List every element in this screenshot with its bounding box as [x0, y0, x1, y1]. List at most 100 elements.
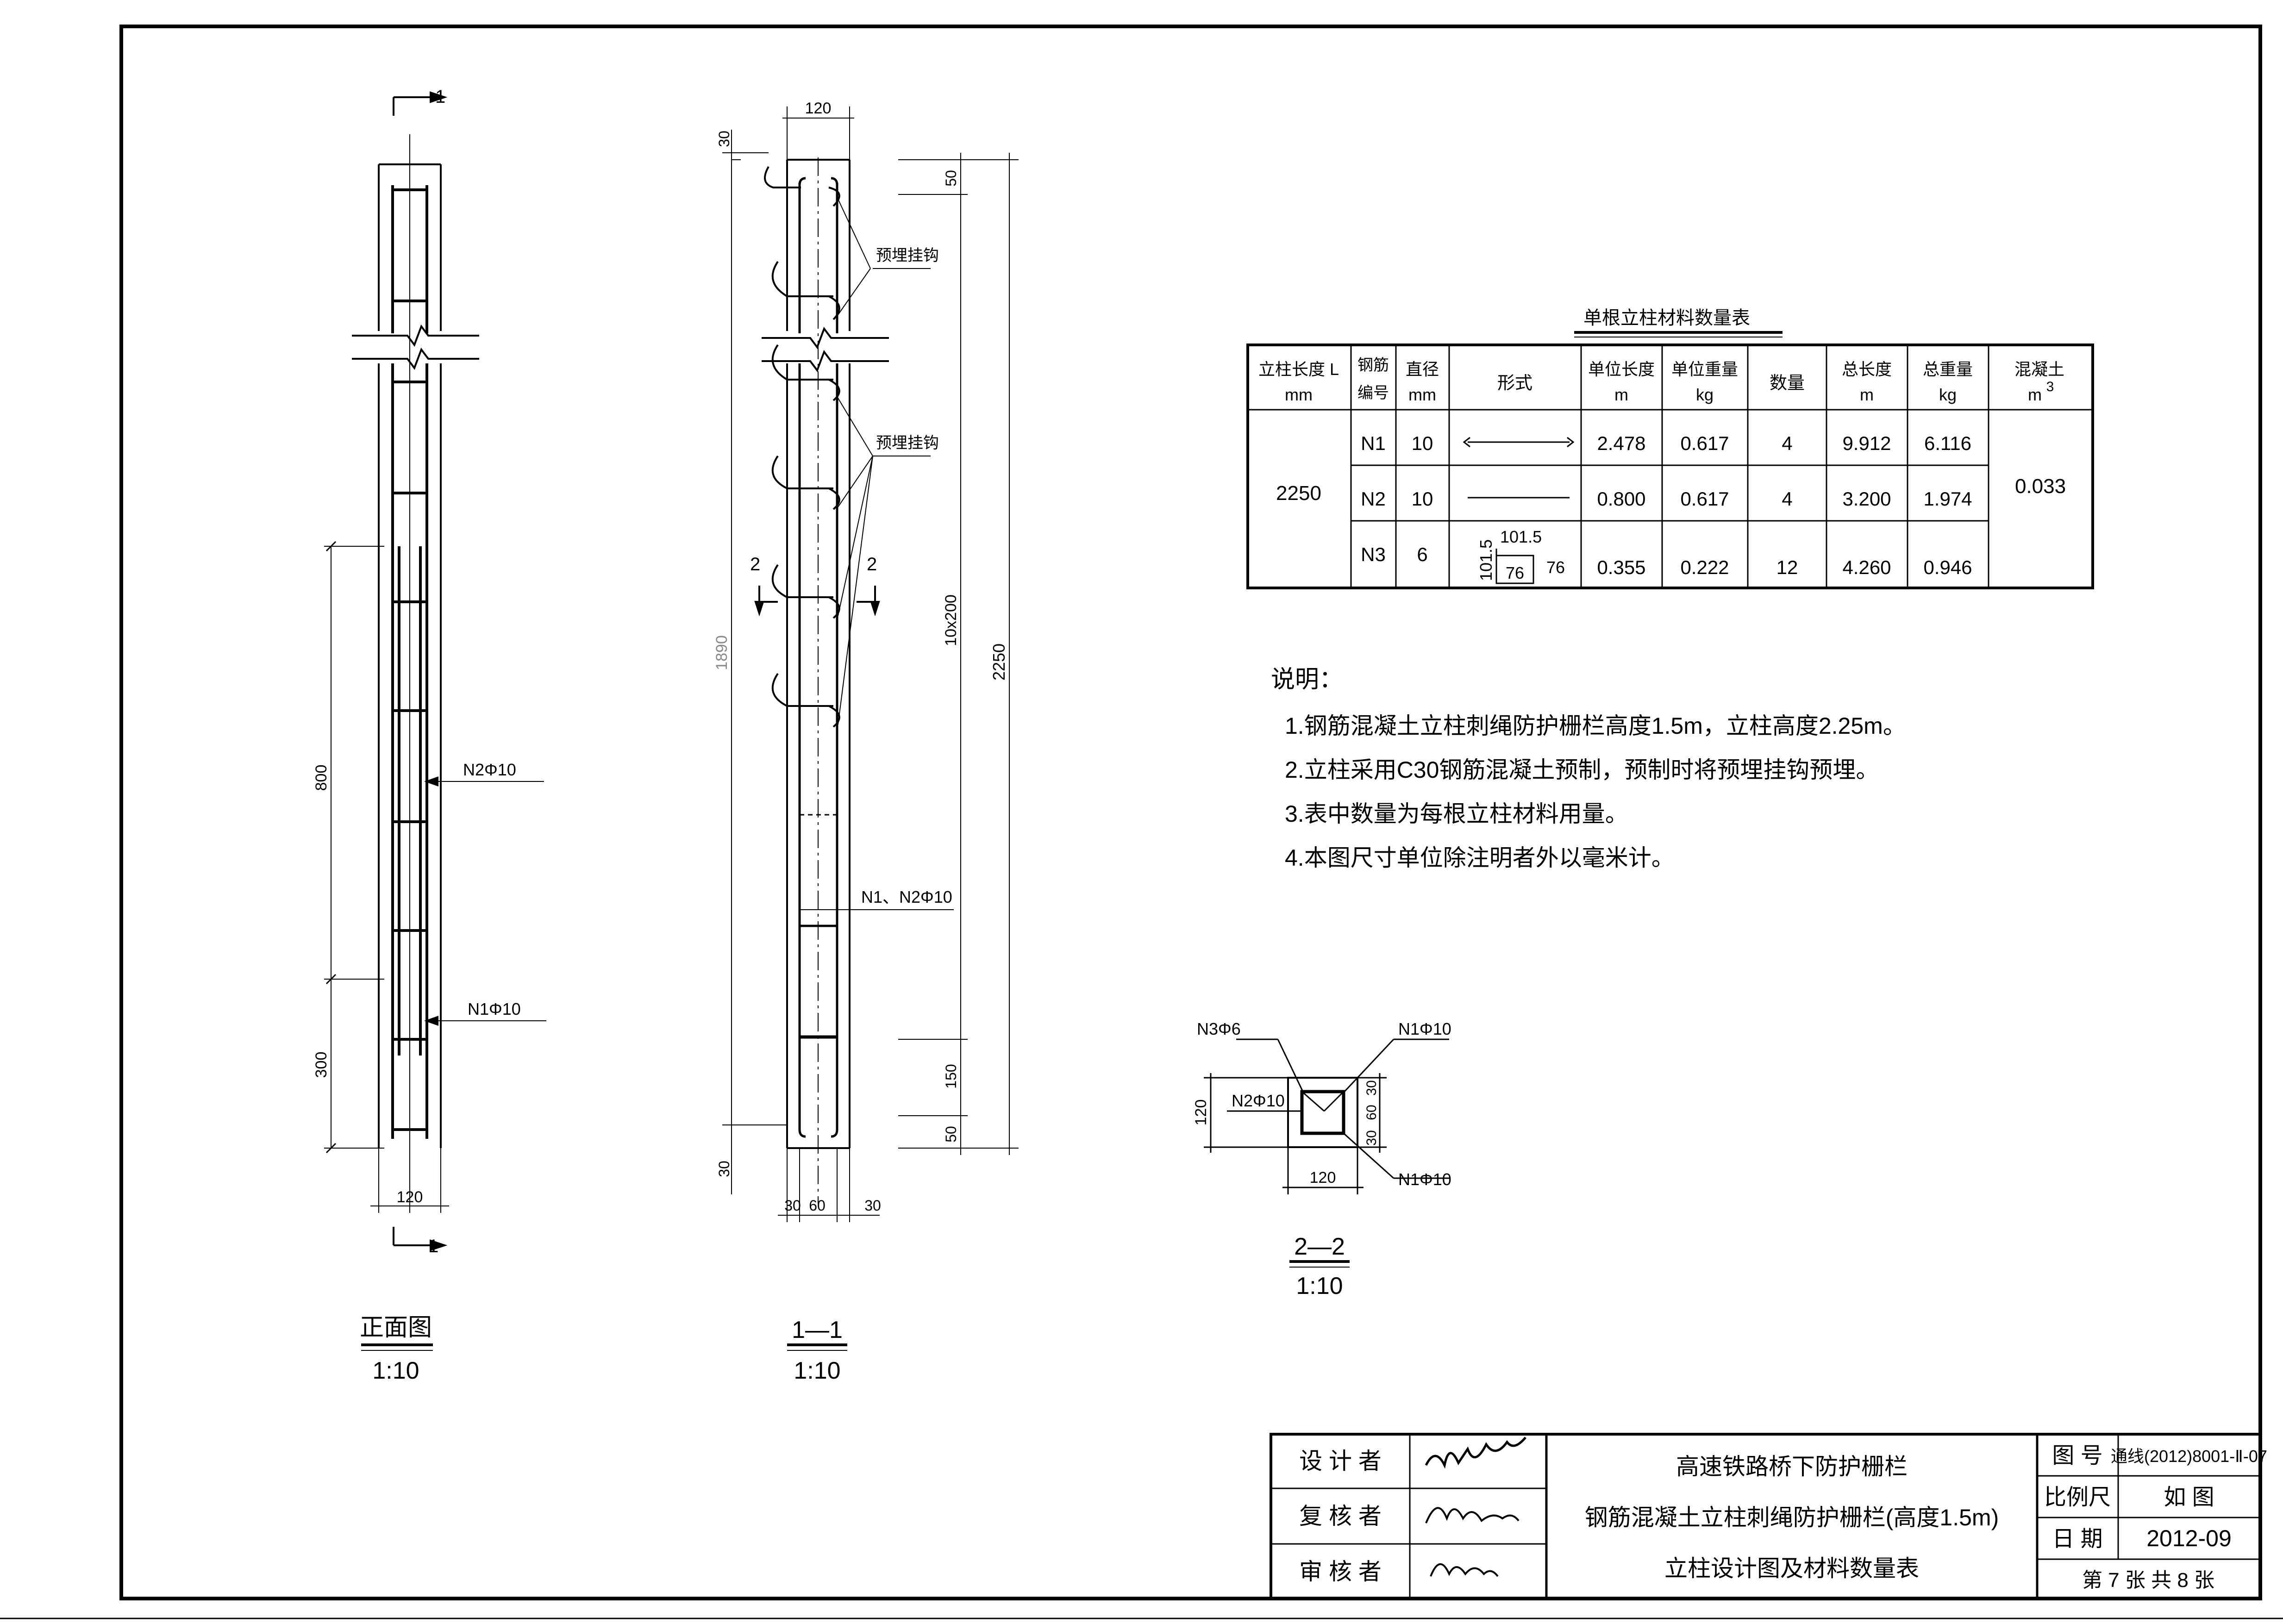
front-dim-120: 120	[397, 1188, 423, 1206]
th-bar-no-2: 编号	[1357, 384, 1389, 402]
sec-callout-hook-1: 预埋挂钩	[876, 247, 939, 264]
section-1-1-scale: 1:10	[794, 1357, 840, 1384]
td-total-len: 9.912	[1842, 432, 1891, 454]
note-item: 2.立柱采用C30钢筋混凝土预制，预制时将预埋挂钩预埋。	[1285, 757, 1879, 783]
td-bar: N2	[1361, 488, 1386, 510]
table-title: 单根立柱材料数量表	[1583, 308, 1750, 328]
tb-title-line-2: 钢筋混凝土立柱刺绳防护栅栏(高度1.5m)	[1585, 1505, 1999, 1530]
tb-scale-value: 如 图	[2164, 1485, 2214, 1510]
td-qty: 4	[1782, 432, 1792, 454]
td-unit-len: 0.800	[1597, 488, 1645, 510]
th-length: 立柱长度 L	[1258, 360, 1339, 379]
tb-title-line-3: 立柱设计图及材料数量表	[1664, 1555, 1919, 1581]
section-2-2	[1204, 1038, 1449, 1194]
front-view	[324, 91, 546, 1251]
cs-dim-30-bottom: 30	[1364, 1130, 1379, 1145]
tb-review-label: 审 核 者	[1299, 1559, 1382, 1585]
note-item: 1.钢筋混凝土立柱刺绳防护栅栏高度1.5m，立柱高度2.25m。	[1285, 713, 1906, 739]
sec-dim-50a: 50	[943, 170, 959, 187]
tb-sheet: 第 7 张 共 8 张	[2082, 1569, 2214, 1592]
cs-callout-n1-bottom: N1Φ10	[1398, 1170, 1451, 1189]
sheet-border	[119, 25, 2262, 1600]
td-bar: N1	[1361, 432, 1386, 454]
n3-shape-left: 101.5	[1476, 539, 1495, 581]
th-unit-wt-unit: kg	[1696, 385, 1714, 404]
tb-date-value: 2012-09	[2146, 1525, 2232, 1551]
sec-dim-top-30: 30	[716, 131, 732, 147]
tb-title-line-1: 高速铁路桥下防护栅栏	[1676, 1454, 1908, 1480]
sec-callout-hook-2: 预埋挂钩	[876, 434, 939, 452]
th-length-unit: mm	[1285, 385, 1313, 404]
note-item: 4.本图尺寸单位除注明者外以毫米计。	[1285, 845, 1675, 871]
th-dia: 直径	[1406, 360, 1439, 379]
th-unit-len-unit: m	[1614, 385, 1628, 404]
td-bar: N3	[1361, 543, 1386, 565]
sec-dim-50b: 50	[943, 1126, 959, 1143]
th-unit-len: 单位长度	[1588, 360, 1655, 379]
cs-dim-120-vertical: 120	[1192, 1099, 1210, 1126]
th-bar-no-1: 钢筋	[1357, 356, 1389, 374]
th-form: 形式	[1497, 374, 1532, 393]
tb-scale-label: 比例尺	[2044, 1485, 2111, 1510]
td-dia: 10	[1412, 488, 1433, 510]
td-total-len: 3.200	[1842, 488, 1891, 510]
cs-callout-n2: N2Φ10	[1232, 1091, 1285, 1110]
n3-shape-right: 76	[1546, 558, 1565, 577]
material-table	[1246, 344, 2094, 589]
n3-shape-top: 101.5	[1500, 527, 1542, 546]
sec-section-mark-right: 2	[867, 554, 877, 575]
sec-dim-2250: 2250	[989, 643, 1008, 681]
td-total-wt: 6.116	[1924, 432, 1971, 454]
front-view-scale: 1:10	[372, 1357, 419, 1384]
td-qty: 4	[1782, 488, 1792, 510]
tb-design-label: 设 计 者	[1299, 1448, 1382, 1474]
tb-date-label: 日 期	[2052, 1527, 2102, 1551]
th-total-wt: 总重量	[1923, 360, 1973, 379]
td-dia: 6	[1417, 543, 1427, 565]
sec-callout-n1n2: N1、N2Φ10	[861, 887, 952, 906]
sec-section-mark-left: 2	[750, 554, 760, 575]
note-item: 3.表中数量为每根立柱材料用量。	[1285, 801, 1628, 827]
front-callout-n1: N1Φ10	[468, 999, 521, 1018]
sec-dim-b30b: 30	[864, 1197, 881, 1214]
n3-shape-inner: 76	[1506, 563, 1524, 582]
front-dim-800: 800	[313, 765, 330, 791]
front-view-caption: 正面图	[360, 1314, 432, 1341]
td-unit-wt: 0.222	[1680, 556, 1729, 578]
front-section-mark-bottom: 1	[428, 1236, 438, 1256]
sec-dim-top-120: 120	[805, 100, 832, 117]
td-column-length: 2250	[1276, 482, 1321, 505]
sec-dim-b60: 60	[809, 1197, 826, 1214]
td-dia: 10	[1412, 432, 1433, 454]
sec-dim-10x200: 10x200	[942, 594, 960, 646]
front-section-mark-top: 1	[435, 87, 445, 107]
section-2-2-caption: 2—2	[1294, 1233, 1345, 1260]
th-concrete: 混凝土	[2014, 360, 2064, 379]
th-total-wt-unit: kg	[1939, 385, 1957, 404]
th-qty: 数量	[1770, 374, 1805, 393]
cs-dim-30-top: 30	[1364, 1080, 1379, 1095]
front-dim-300: 300	[313, 1052, 330, 1078]
title-block	[1270, 1433, 2262, 1600]
sec-dim-1890: 1890	[713, 635, 731, 670]
th-total-len: 总长度	[1842, 360, 1892, 379]
cs-callout-n1-top: N1Φ10	[1398, 1019, 1451, 1038]
section-1-1	[722, 106, 1019, 1222]
td-concrete: 0.033	[2015, 475, 2066, 498]
cs-callout-n3: N3Φ6	[1197, 1019, 1241, 1038]
td-unit-wt: 0.617	[1680, 488, 1729, 510]
cs-dim-120-horizontal: 120	[1310, 1169, 1336, 1187]
front-callout-n2: N2Φ10	[463, 760, 516, 779]
th-concrete-exp: 3	[2046, 379, 2054, 394]
notes-heading: 说明：	[1271, 666, 1343, 693]
th-dia-unit: mm	[1408, 385, 1436, 404]
th-total-len-unit: m	[1860, 385, 1874, 404]
td-total-wt: 0.946	[1923, 556, 1972, 578]
sec-dim-b30a: 30	[784, 1197, 801, 1214]
tb-drawing-no-label: 图 号	[2052, 1443, 2102, 1468]
cs-dim-60: 60	[1364, 1105, 1379, 1120]
th-concrete-unit: m	[2028, 385, 2042, 404]
td-qty: 12	[1776, 556, 1798, 578]
section-2-2-scale: 1:10	[1296, 1273, 1343, 1299]
